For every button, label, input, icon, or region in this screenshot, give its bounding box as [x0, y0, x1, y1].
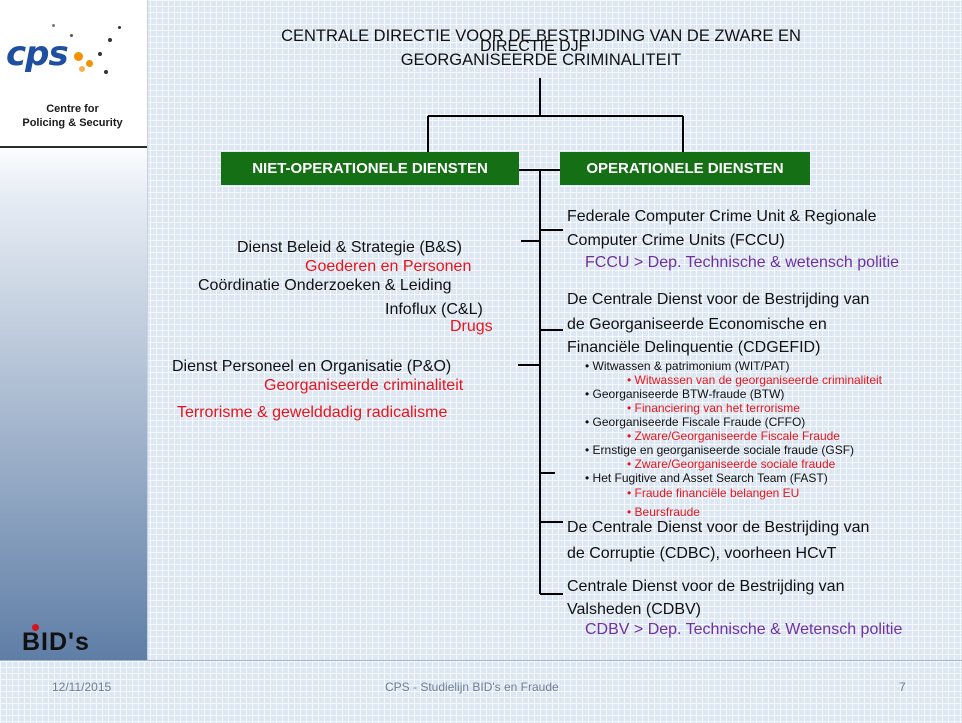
list-item-sub: • Fraude financiële belangen EU: [627, 486, 800, 500]
cdbv-line2: Valsheden (CDBV): [567, 601, 701, 618]
logo-subtitle-line: Centre for: [46, 103, 99, 115]
logo-dot: [86, 60, 93, 67]
logo-subtitle-line: Policing & Security: [22, 117, 123, 129]
logo-divider: [0, 146, 147, 148]
page-number: 7: [899, 680, 906, 694]
list-item-sub-label: Zware/Georganiseerde Fiscale Fraude: [634, 429, 840, 443]
operationele-diensten-box: OPERATIONELE DIENSTEN: [560, 152, 810, 185]
list-item: • Witwassen & patrimonium (WIT/PAT): [585, 359, 790, 373]
cdbv-line1: Centrale Dienst voor de Bestrijding van: [567, 578, 845, 595]
logo-dot: [70, 34, 73, 37]
dienst-beleid-strategie: Dienst Beleid & Strategie (B&S): [237, 239, 462, 256]
drugs: Drugs: [450, 318, 493, 335]
cdbc-line1: De Centrale Dienst voor de Bestrijding v…: [567, 519, 870, 536]
diagram-title: CENTRALE DIRECTIE VOOR DE BESTRIJDING VA…: [258, 24, 824, 72]
infoflux: Infoflux (C&L): [385, 301, 483, 318]
fccu-line1: Federale Computer Crime Unit & Regionale: [567, 208, 877, 225]
footer-title: CPS - Studielijn BID's en Fraude: [385, 680, 559, 694]
list-item-label: Georganiseerde Fiscale Fraude (CFFO): [592, 415, 806, 429]
list-item: • Het Fugitive and Asset Search Team (FA…: [585, 471, 828, 485]
cdbv-note: CDBV > Dep. Technische & Wetensch politi…: [585, 621, 903, 638]
bids-logo: BID's: [22, 628, 90, 656]
title-line: GEORGANISEERDE CRIMINALITEIT: [400, 51, 682, 69]
list-item-sub: • Beursfraude: [627, 505, 700, 519]
terrorisme-radicalisme: Terrorisme & gewelddadig radicalisme: [177, 404, 448, 421]
logo-dot: [79, 66, 85, 72]
title-line: CENTRALE DIRECTIE VOOR DE BESTRIJDING VA…: [281, 27, 801, 45]
fccu-line2: Computer Crime Units (FCCU): [567, 232, 785, 249]
list-item-label: Witwassen & patrimonium (WIT/PAT): [592, 359, 790, 373]
list-item-sub: • Witwassen van de georganiseerde crimin…: [627, 373, 882, 387]
logo-dot: [74, 52, 83, 61]
cdgefid-line1: De Centrale Dienst voor de Bestrijding v…: [567, 291, 870, 308]
cps-logo: cps: [6, 34, 69, 74]
logo-dot: [108, 38, 112, 42]
list-item: • Georganiseerde BTW-fraude (BTW): [585, 387, 785, 401]
goederen-personen: Goederen en Personen: [305, 258, 472, 275]
list-item-label: Het Fugitive and Asset Search Team (FAST…: [592, 471, 828, 485]
fccu-note: FCCU > Dep. Technische & wetensch politi…: [585, 254, 900, 271]
list-item-sub: • Financiering van het terrorisme: [627, 401, 800, 415]
logo-dot: [118, 26, 121, 29]
list-item-sub: • Zware/Georganiseerde sociale fraude: [627, 457, 836, 471]
list-item-label: Georganiseerde BTW-fraude (BTW): [592, 387, 785, 401]
logo-subtitle: Centre for Policing & Security: [0, 102, 145, 130]
coordinatie-onderzoeken: Coördinatie Onderzoeken & Leiding: [198, 277, 452, 294]
cdgefid-line3: Financiële Delinquentie (CDGEFID): [567, 339, 821, 356]
list-item-sub-label: Financiering van het terrorisme: [634, 401, 800, 415]
dienst-personeel-organisatie: Dienst Personeel en Organisatie (P&O): [172, 358, 452, 375]
list-item-sub: • Zware/Georganiseerde Fiscale Fraude: [627, 429, 840, 443]
bids-logo-dot: [32, 624, 39, 631]
list-item-sub-label: Beursfraude: [634, 505, 700, 519]
cdgefid-line2: de Georganiseerde Economische en: [567, 316, 827, 333]
list-item: • Georganiseerde Fiscale Fraude (CFFO): [585, 415, 806, 429]
title-overlap-text: DIRECTIE DJF: [480, 38, 589, 55]
list-item: • Ernstige en georganiseerde sociale fra…: [585, 443, 855, 457]
footer: [0, 660, 962, 723]
list-item-sub-label: Zware/Georganiseerde sociale fraude: [634, 457, 836, 471]
logo-dot: [52, 24, 55, 27]
list-item-sub-label: Witwassen van de georganiseerde criminal…: [634, 373, 882, 387]
list-item-sub-label: Fraude financiële belangen EU: [634, 486, 800, 500]
cdbc-line2: de Corruptie (CDBC), voorheen HCvT: [567, 545, 837, 562]
logo-dot: [98, 52, 102, 56]
niet-operationele-diensten-box: NIET-OPERATIONELE DIENSTEN: [221, 152, 519, 185]
logo-dot: [104, 70, 108, 74]
georganiseerde-criminaliteit: Georganiseerde criminaliteit: [264, 377, 464, 394]
list-item-label: Ernstige en georganiseerde sociale fraud…: [592, 443, 855, 457]
footer-date: 12/11/2015: [52, 680, 112, 694]
sidebar: [0, 0, 148, 660]
